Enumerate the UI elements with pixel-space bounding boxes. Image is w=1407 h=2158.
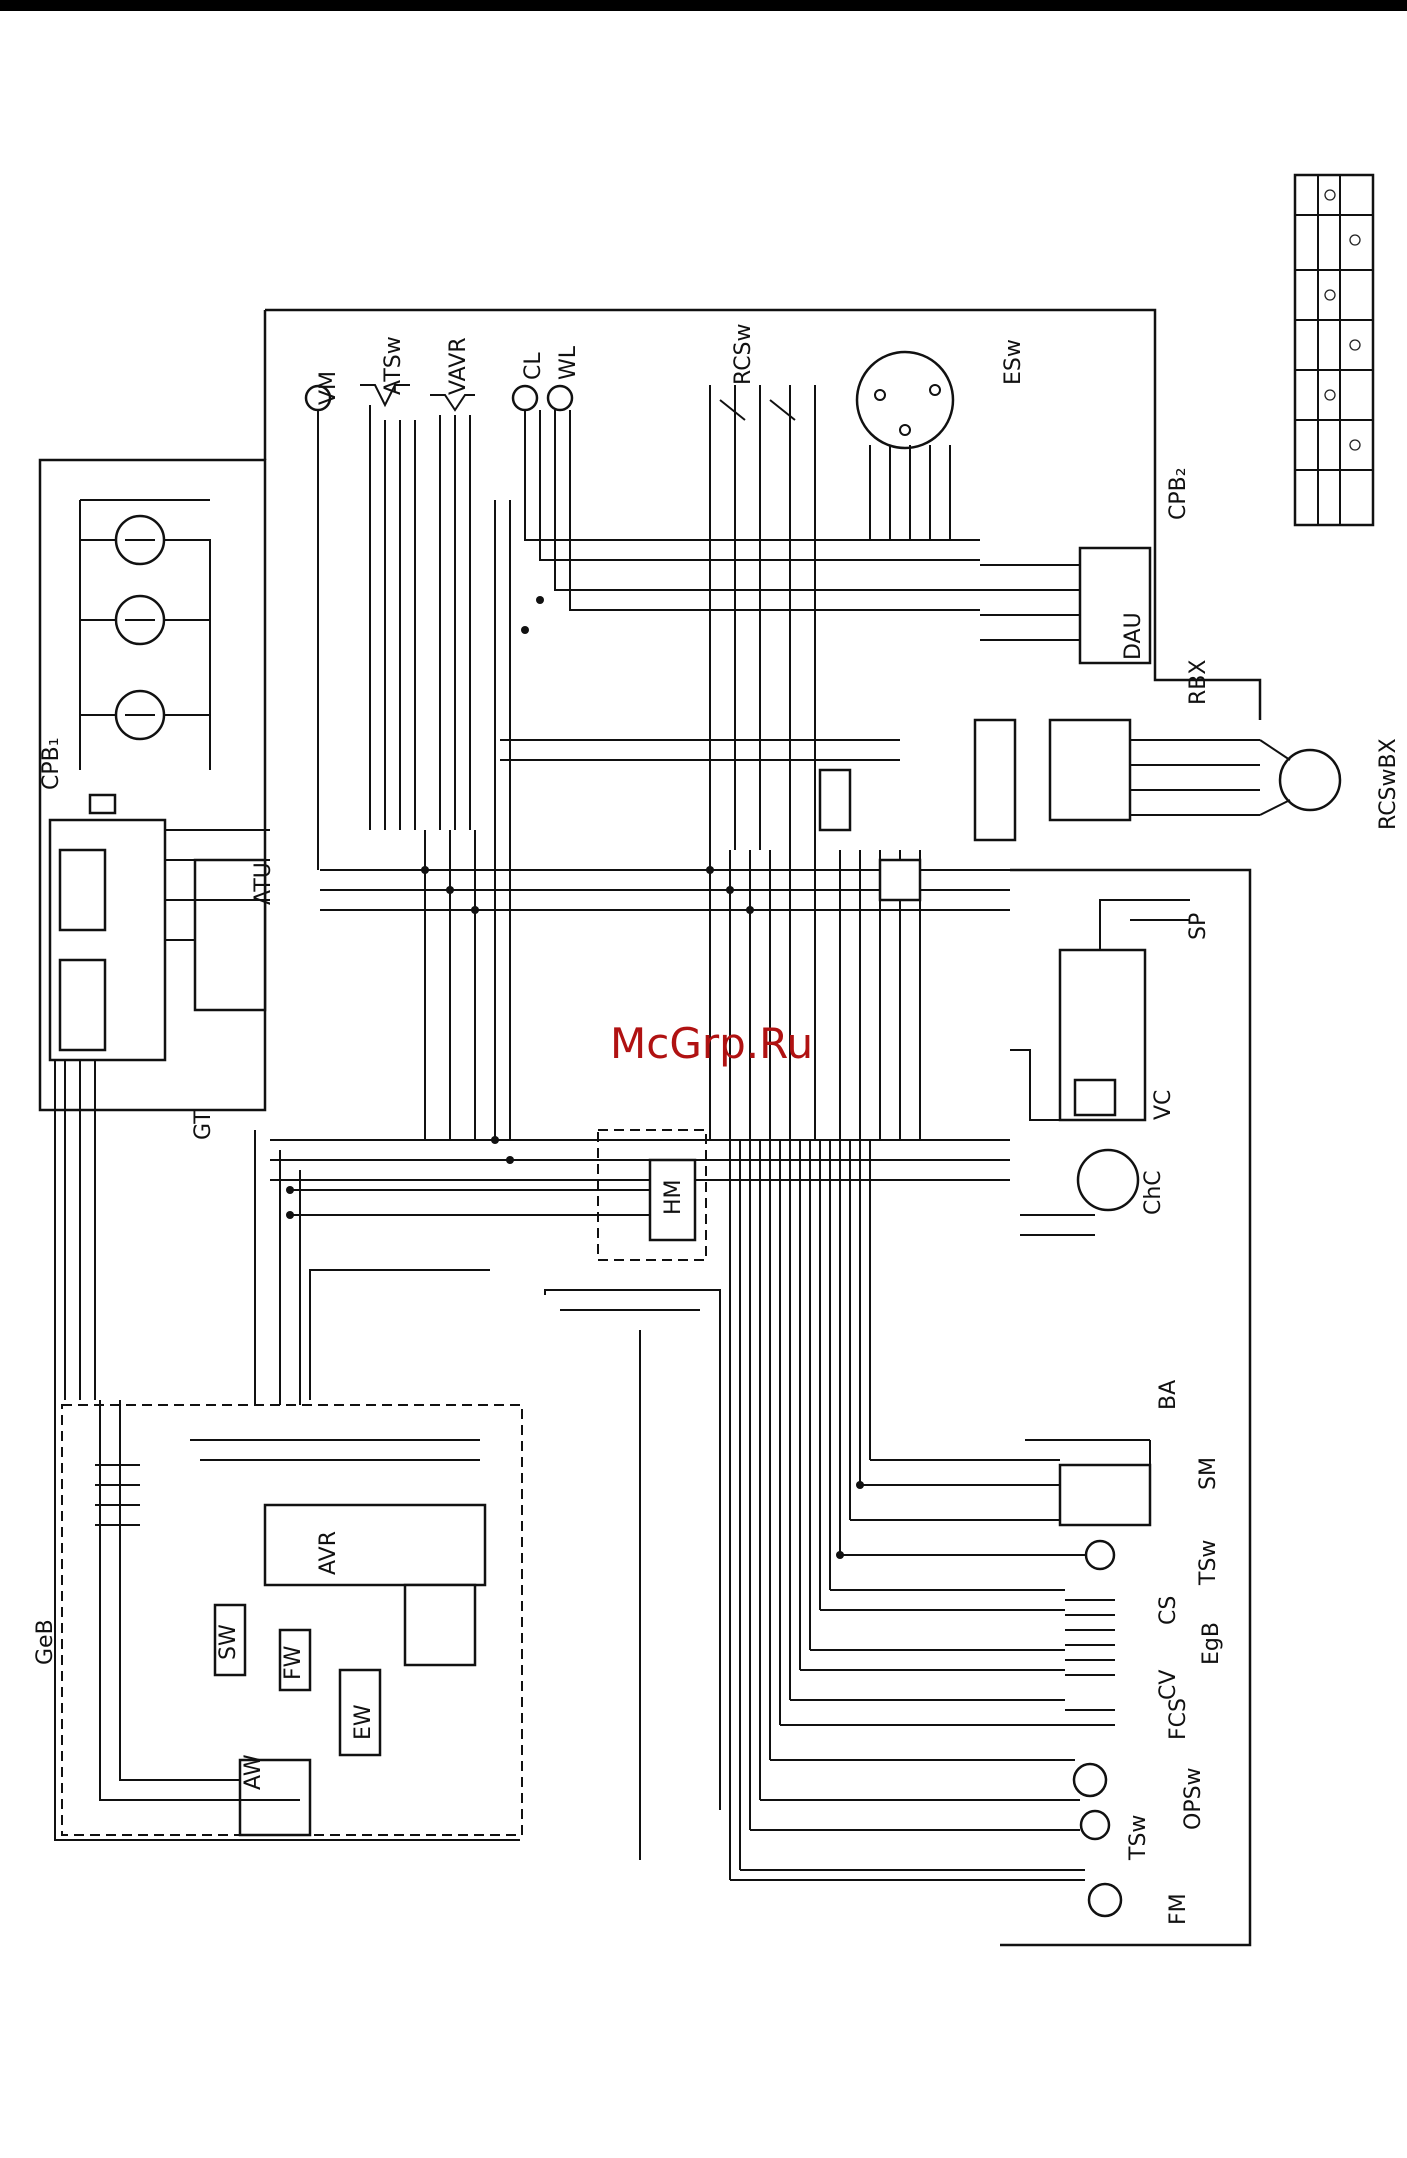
hm-block: [290, 1130, 706, 1260]
label-sw: SW: [216, 1624, 241, 1660]
label-rcsw: RCSw: [731, 323, 756, 385]
label-egb: EgB: [1199, 1622, 1224, 1665]
avr-block: [95, 1130, 490, 1835]
label-aw: AW: [241, 1754, 266, 1790]
label-cv: CV: [1156, 1670, 1181, 1700]
label-vavr: VAVR: [446, 337, 471, 395]
label-tsw2: TSw: [1126, 1815, 1151, 1861]
label-sm: SM: [1196, 1457, 1221, 1490]
rbx-block: [975, 720, 1340, 840]
label-wl: WL: [556, 345, 581, 380]
label-ew: EW: [351, 1704, 376, 1740]
label-sp: SP: [1186, 913, 1211, 940]
label-geb: GeB: [33, 1619, 58, 1665]
reference-table: [1295, 175, 1373, 525]
label-esw: ESw: [1001, 339, 1026, 385]
label-fcs: FCS: [1166, 1698, 1191, 1740]
upper-left-lamps: [80, 500, 210, 770]
label-hm: HM: [661, 1179, 686, 1215]
label-rcswbx: RCSwBX: [1376, 738, 1401, 830]
left-feeders: [55, 1060, 520, 1840]
label-fm: FM: [1166, 1893, 1191, 1925]
watermark: McGrp.Ru: [610, 1019, 813, 1068]
label-dau: DAU: [1121, 612, 1146, 660]
label-atsw: ATSw: [381, 336, 406, 395]
label-gt: GT: [191, 1110, 216, 1140]
label-cs: CS: [1156, 1596, 1181, 1625]
label-cpb2: CPB₂: [1166, 467, 1191, 520]
label-vc: VC: [1151, 1090, 1176, 1120]
egb-components: [545, 1140, 1150, 1916]
label-cl: CL: [521, 352, 546, 380]
atu-block: [50, 795, 270, 1060]
label-vm: VM: [316, 371, 341, 405]
central-bus: [270, 740, 1010, 1180]
label-cpb1: CPB₁: [39, 737, 64, 790]
label-atu: ATU: [251, 862, 276, 905]
label-opsw: OPSw: [1181, 1767, 1206, 1830]
label-ba: BA: [1156, 1380, 1181, 1410]
label-avr: AVR: [316, 1531, 341, 1575]
label-tsw1: TSw: [1196, 1540, 1221, 1586]
label-chc: ChC: [1141, 1170, 1166, 1215]
label-fw: FW: [281, 1645, 306, 1680]
label-rbx: RBX: [1186, 660, 1211, 705]
